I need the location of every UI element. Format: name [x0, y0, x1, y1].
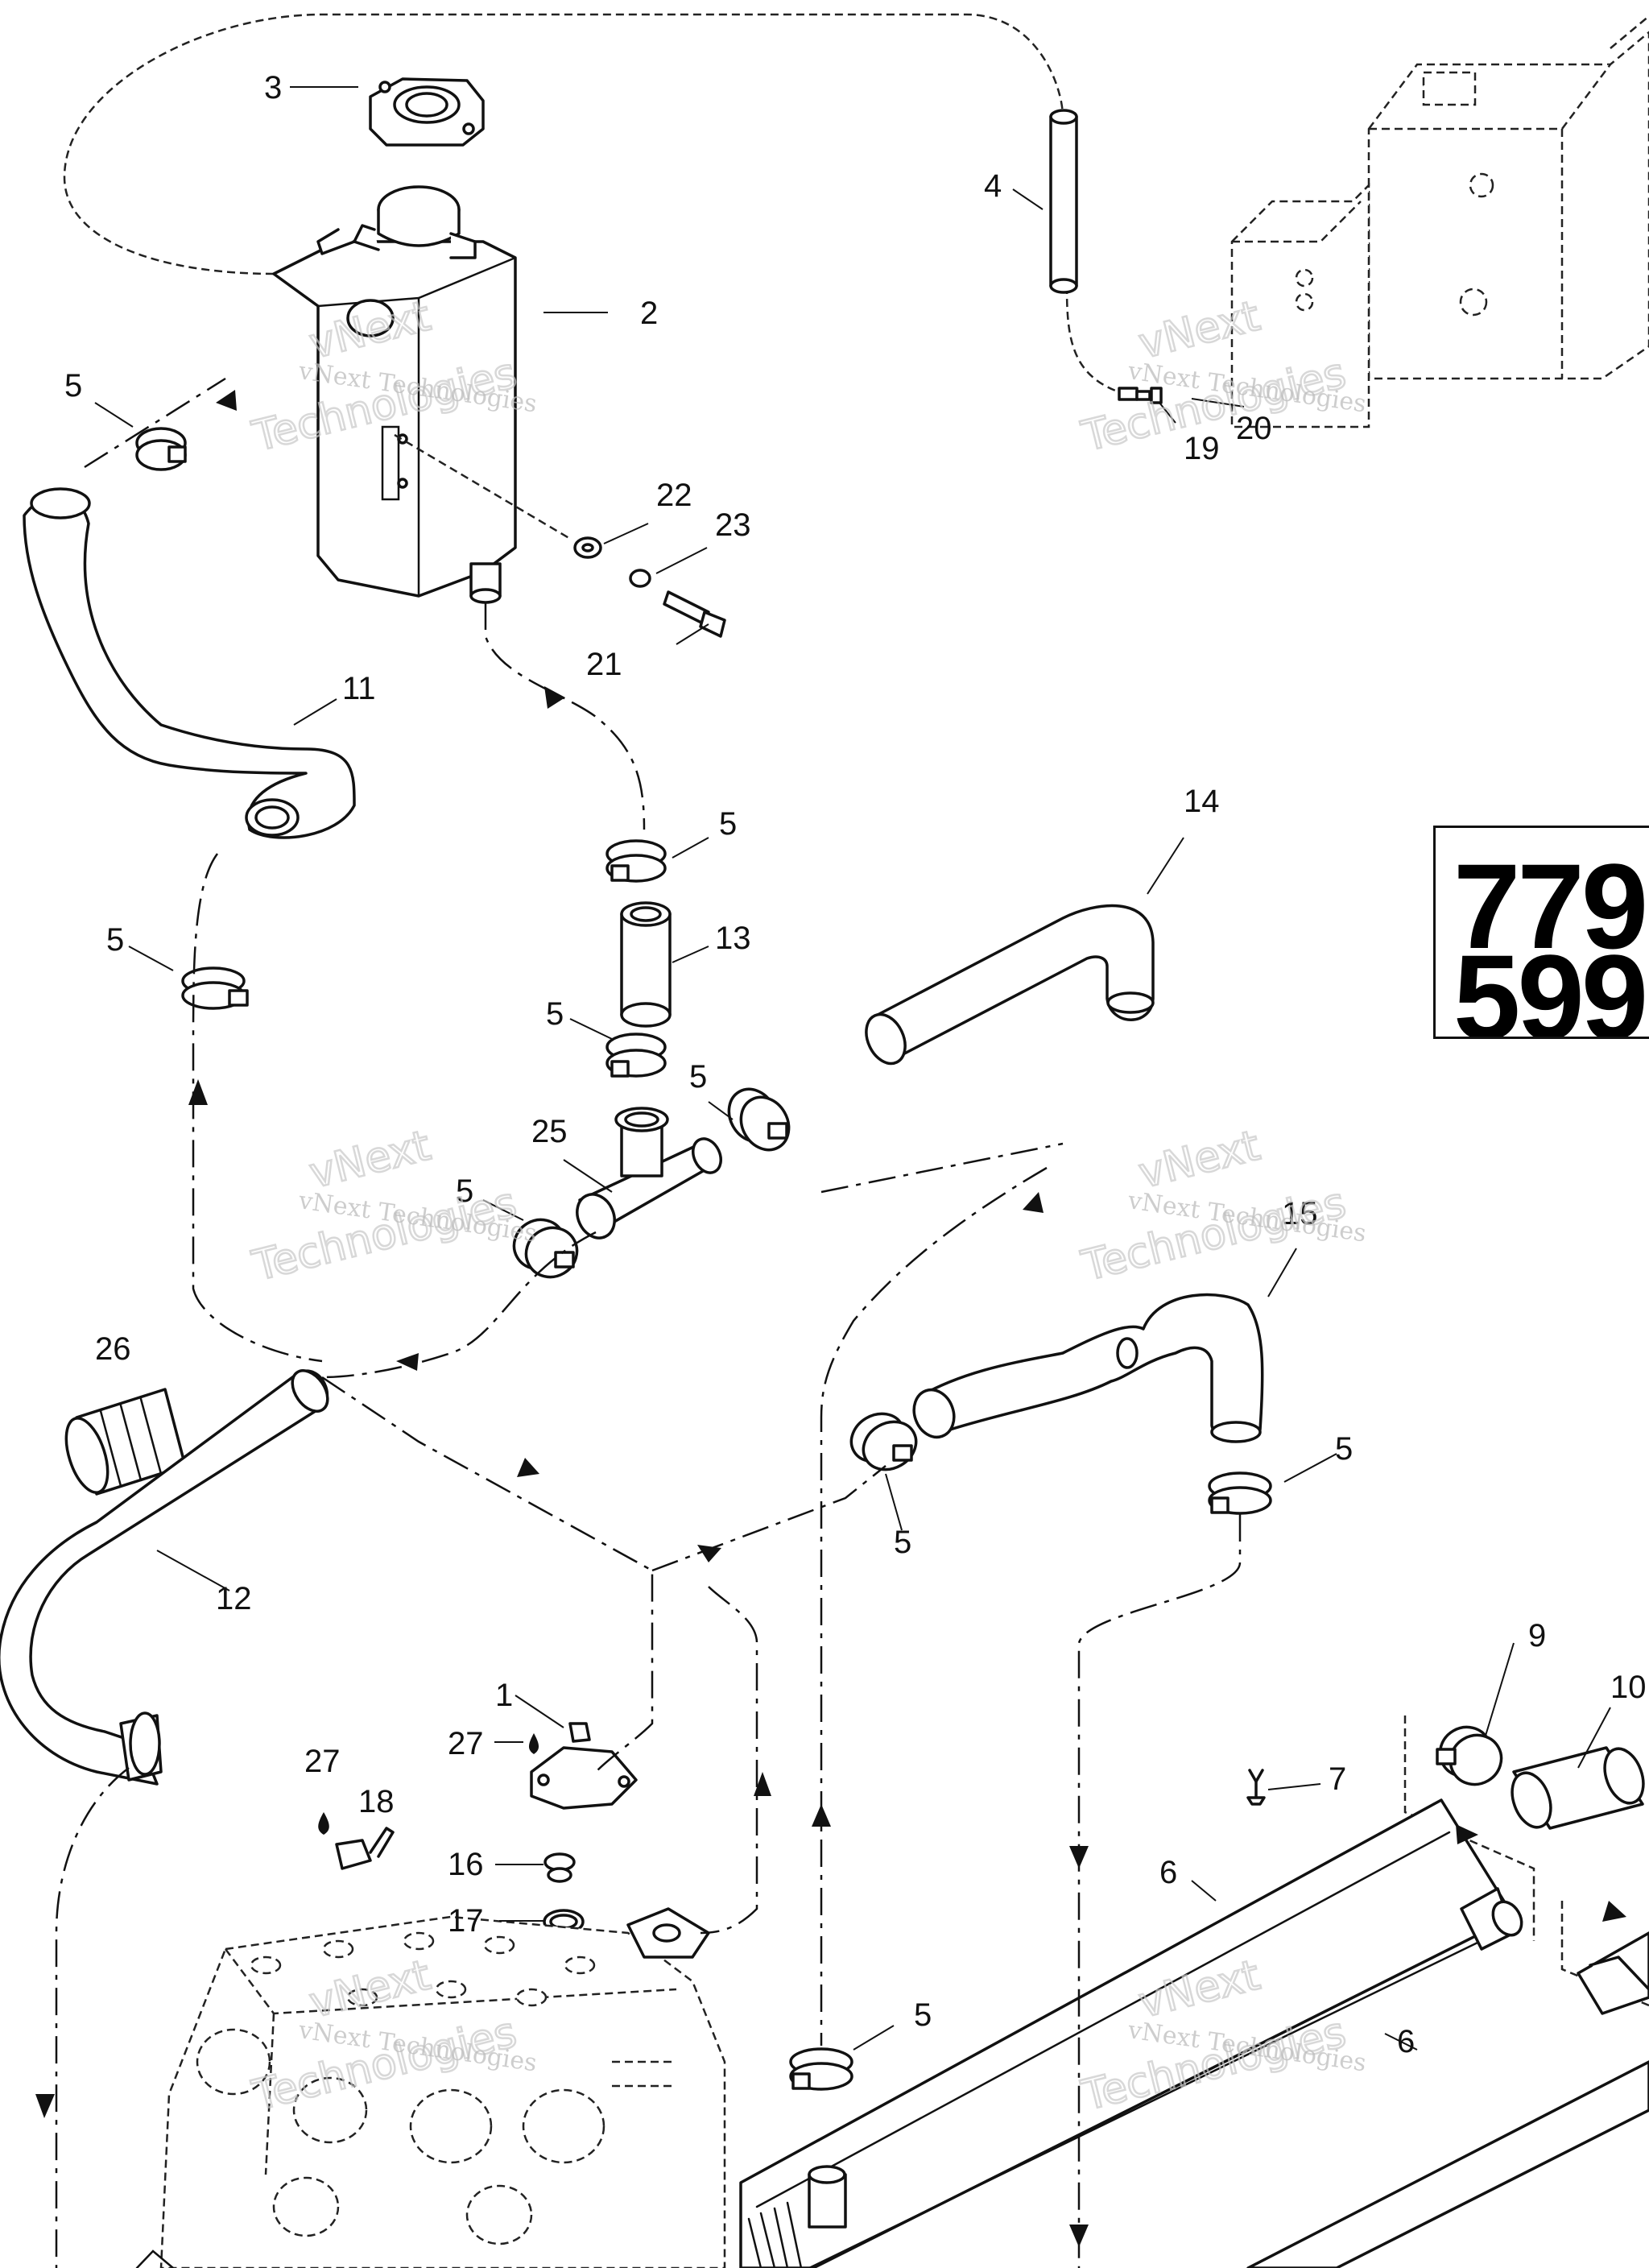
callout-5-a: 5 — [64, 368, 82, 404]
sensor-part-18 — [335, 1827, 395, 1870]
callout-23: 23 — [715, 507, 751, 543]
clamp-part-5-f — [512, 1218, 579, 1279]
clamp-part-5-a — [135, 427, 187, 471]
callout-5-g: 5 — [894, 1525, 911, 1560]
callout-27-a: 27 — [448, 1726, 484, 1761]
watermark-brand-large: vNext — [1134, 1122, 1265, 1198]
vent-hose-part-4 — [1049, 109, 1078, 294]
thermostat-cover-part — [530, 1746, 638, 1810]
callout-6-a: 6 — [1159, 1855, 1177, 1890]
callout-9: 9 — [1528, 1618, 1546, 1653]
clamp-part-5-i — [789, 2047, 853, 2091]
hose-part-11 — [23, 487, 356, 839]
coupler-part-26 — [64, 1388, 187, 1496]
clamp-part-9 — [1436, 1725, 1503, 1786]
callout-5-h: 5 — [1335, 1431, 1353, 1467]
callout-10: 10 — [1610, 1670, 1647, 1705]
callout-16: 16 — [448, 1847, 484, 1882]
callout-11: 11 — [342, 671, 376, 706]
callout-5-c: 5 — [106, 922, 124, 958]
clamp-part-5-b — [605, 839, 667, 883]
callout-5-f: 5 — [456, 1173, 473, 1209]
overflow-hose-route — [63, 13, 1064, 275]
callout-5-e: 5 — [689, 1059, 707, 1095]
callout-21: 21 — [586, 647, 622, 682]
watermark-mid-left: vNext Technologies vNext Technologies — [246, 1120, 538, 1292]
leader-lines — [94, 86, 1611, 2051]
callout-5-i: 5 — [914, 1997, 932, 2033]
bolt-part-21 — [663, 590, 726, 638]
clamp-part-5-c — [181, 966, 249, 1010]
callout-14: 14 — [1184, 784, 1220, 819]
lock-washer-part-23 — [629, 569, 651, 588]
clamp-part-5-h — [1208, 1471, 1272, 1515]
callout-labels: 3 2 4 5 22 23 21 11 19 20 14 5 13 5 5 5 … — [64, 70, 1647, 2059]
hose-part-12 — [0, 1369, 329, 1786]
vent-hose-route — [1065, 285, 1128, 396]
model-number-box: 779 599 — [1433, 826, 1649, 1039]
watermark-brand-large: vNext — [305, 1122, 436, 1198]
fastener-part-7 — [1246, 1769, 1266, 1806]
plug-part-1 — [568, 1722, 591, 1743]
engine-block-ghost-top — [1230, 15, 1649, 428]
clamp-part-5-d — [605, 1033, 667, 1078]
callout-2: 2 — [640, 296, 658, 331]
thermostat-part-16 — [543, 1852, 576, 1883]
callout-1: 1 — [495, 1678, 513, 1713]
engine-ghost-bottom — [135, 1907, 726, 2268]
tank-cap-part-3 — [369, 77, 485, 147]
fittings-part-19-20 — [1118, 387, 1163, 404]
callout-5-b: 5 — [719, 806, 737, 842]
callout-6-b: 6 — [1397, 2024, 1415, 2059]
hose-part-10 — [1511, 1746, 1645, 1830]
flow-arrows — [35, 390, 1626, 2247]
callout-5-d: 5 — [546, 996, 564, 1032]
callout-19: 19 — [1184, 431, 1220, 466]
hose-part-15 — [912, 1293, 1264, 1443]
callout-22: 22 — [656, 478, 692, 513]
callout-4: 4 — [984, 168, 1002, 204]
callout-20: 20 — [1236, 411, 1272, 446]
callout-7: 7 — [1329, 1761, 1346, 1797]
model-number-1: 779 — [1453, 838, 1648, 974]
callout-17: 17 — [448, 1903, 484, 1939]
callout-12: 12 — [216, 1581, 252, 1616]
hose-part-13 — [620, 901, 672, 1028]
model-number-2: 599 — [1453, 929, 1648, 1039]
callout-13: 13 — [715, 921, 751, 956]
coolant-flow-lines — [55, 377, 1242, 2268]
callout-27-b: 27 — [304, 1744, 341, 1779]
clamp-part-5-e — [727, 1087, 791, 1152]
t-fitting-part-25 — [576, 1107, 722, 1240]
coolant-reservoir-part-2 — [272, 185, 517, 604]
heat-exchanger-part-6 — [739, 1798, 1649, 2268]
callout-3: 3 — [264, 70, 282, 106]
sealant-drop-icon — [318, 1733, 539, 1835]
washer-part-22 — [573, 536, 602, 559]
clamp-part-5-g — [849, 1412, 918, 1471]
callout-18: 18 — [358, 1784, 395, 1819]
watermark-mid-right: vNext Technologies vNext Technologies — [1076, 1120, 1367, 1292]
hose-part-14 — [865, 904, 1155, 1066]
callout-15: 15 — [1282, 1196, 1318, 1231]
callout-26: 26 — [95, 1331, 131, 1367]
callout-25: 25 — [531, 1114, 568, 1149]
